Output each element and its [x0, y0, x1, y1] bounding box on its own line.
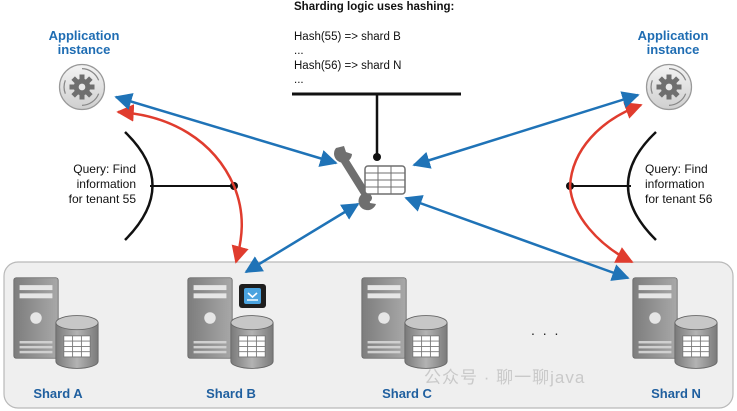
query-line: information — [76, 177, 136, 191]
gear-icon — [645, 63, 693, 111]
query-line: for tenant 55 — [68, 192, 136, 206]
red-arrow-right-down — [568, 185, 634, 264]
gear-icon — [58, 63, 106, 111]
blue-arrow-app-right — [412, 91, 640, 169]
query-left: Query: Find information for tenant 55 — [52, 162, 136, 207]
database-icon — [404, 315, 448, 369]
query-line: information — [645, 177, 705, 191]
shard-label-c: Shard C — [382, 386, 432, 401]
query-line: Query: Find — [645, 162, 708, 176]
database-icon — [674, 315, 718, 369]
query-line: for tenant 56 — [645, 192, 713, 206]
shards-ellipsis: . . . — [531, 322, 561, 338]
server-icon — [361, 277, 407, 359]
blue-arrow-app-left — [114, 93, 338, 167]
app-title-line: instance — [57, 42, 111, 57]
blue-arrow-shard-n — [404, 195, 630, 281]
table-icon — [364, 165, 406, 195]
sharding-logic-line: ... — [294, 45, 304, 57]
app-instance-right-title: Application instance — [618, 29, 728, 57]
app-title-line: Application — [637, 28, 709, 43]
sharding-logic-line: ... — [294, 74, 304, 86]
watermark: 公众号 · 聊一聊java — [424, 368, 586, 387]
server-icon — [13, 277, 59, 359]
server-icon — [632, 277, 678, 359]
sharding-logic-line: Hash(56) => shard N — [294, 60, 402, 72]
red-arrow-left-down — [231, 185, 249, 264]
server-icon — [187, 277, 233, 359]
blue-arrow-shard-b — [244, 202, 360, 274]
wrench-icon — [334, 146, 376, 211]
database-icon — [55, 315, 99, 369]
app-instance-left-title: Application instance — [29, 29, 139, 57]
sharding-logic-line: Hash(55) => shard B — [294, 31, 401, 43]
app-title-line: instance — [646, 42, 700, 57]
sharding-badge-icon — [239, 284, 266, 308]
shard-label-b: Shard B — [206, 386, 256, 401]
app-title-line: Application — [48, 28, 120, 43]
sharding-logic-title: Sharding logic uses hashing: — [294, 1, 455, 13]
query-line: Query: Find — [73, 162, 136, 176]
connector-dot — [373, 153, 381, 161]
query-right: Query: Find information for tenant 56 — [645, 162, 735, 207]
shard-label-a: Shard A — [33, 386, 83, 401]
shard-label-n: Shard N — [651, 386, 701, 401]
database-icon — [230, 315, 274, 369]
shard-b — [187, 277, 274, 369]
